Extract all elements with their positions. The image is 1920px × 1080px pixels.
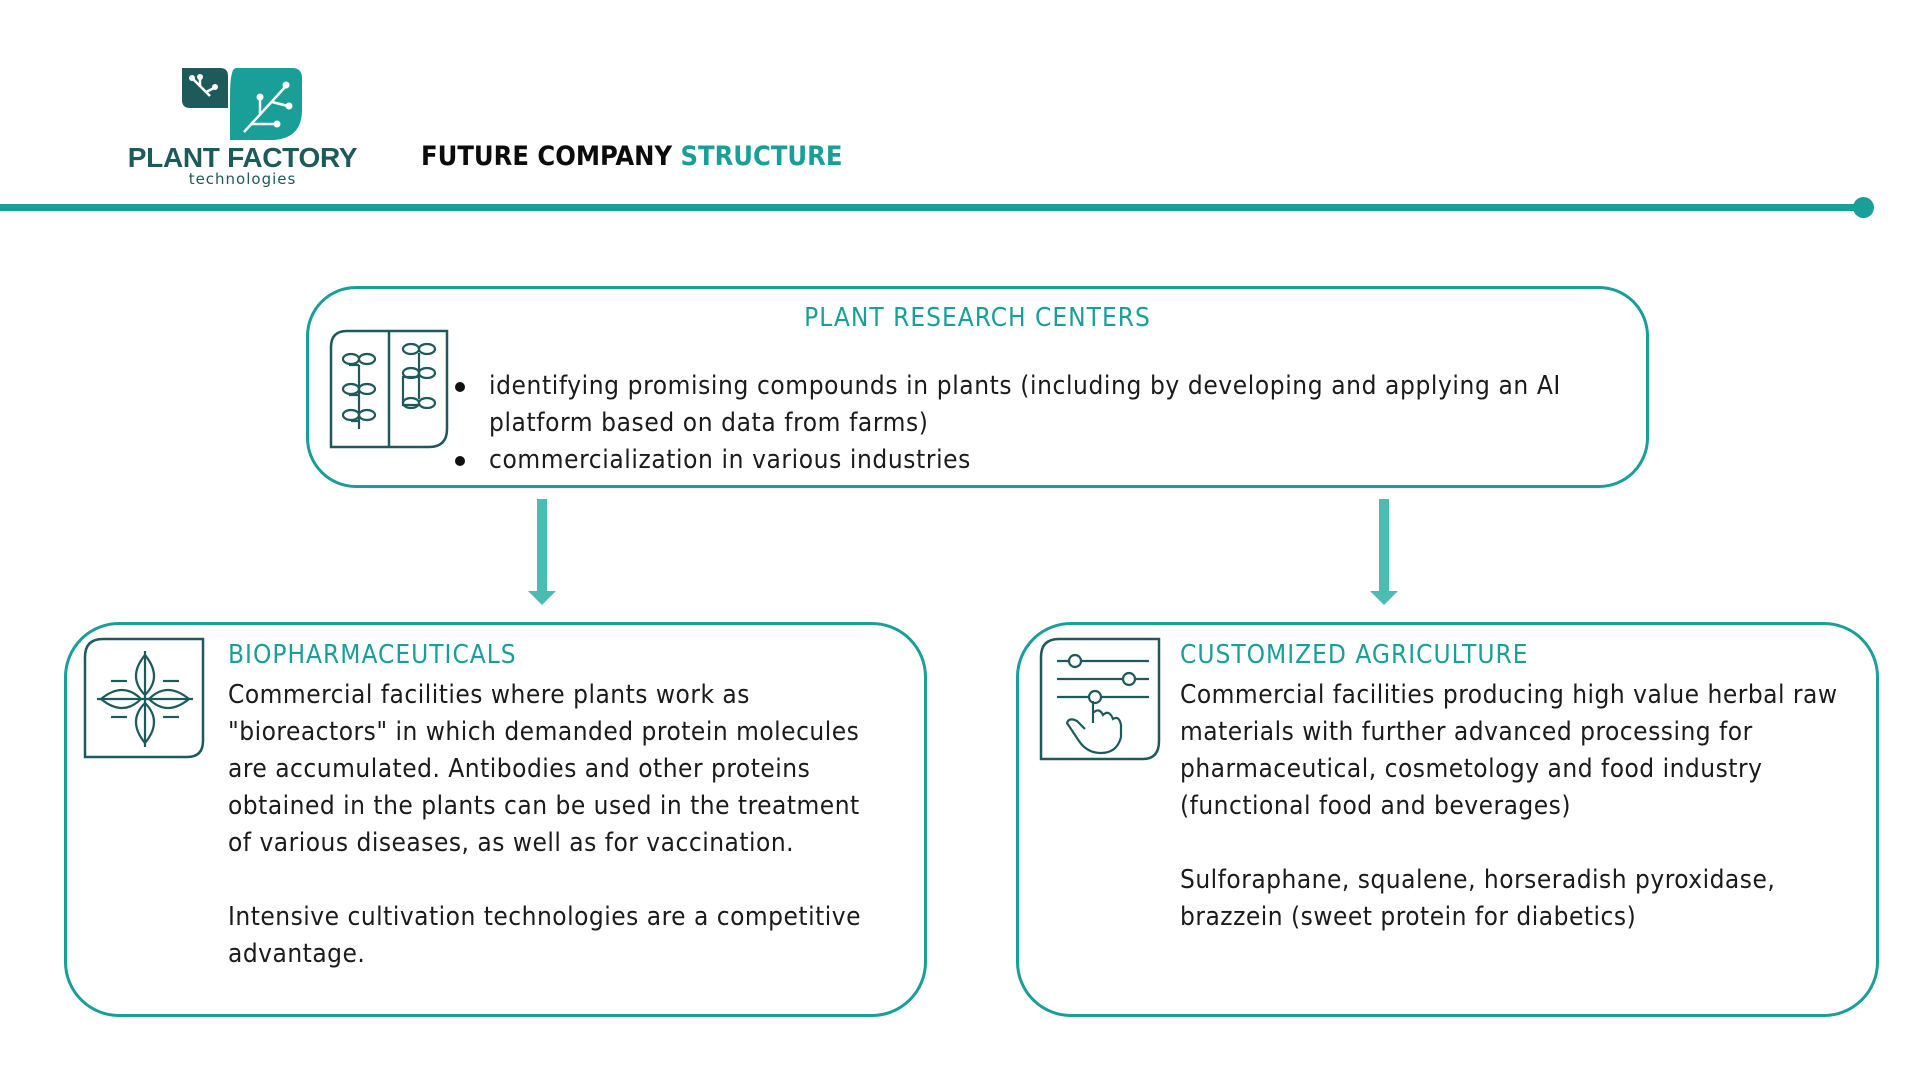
biopharmaceuticals-description: Commercial facilities where plants work … [228,680,860,858]
customized-agriculture-title: CUSTOMIZED AGRICULTURE [1180,640,1529,670]
page-title-main: FUTURE COMPANY [421,141,673,172]
research-centers-box: PLANT RESEARCH CENTERS identifying promi… [306,286,1649,488]
list-item: commercialization in various industries [455,442,1599,479]
research-centers-title: PLANT RESEARCH CENTERS [804,303,1151,333]
header-divider [0,204,1870,211]
logo-name: PLANT FACTORY [127,142,358,173]
arrow-down-right [1370,499,1398,605]
biopharmaceuticals-box: BIOPHARMACEUTICALS Commercial facilities… [64,622,927,1017]
seedlings-icon [329,329,449,449]
header-divider-dot [1853,197,1874,218]
biopharmaceuticals-advantage: Intensive cultivation technologies are a… [228,902,862,969]
customized-agriculture-description: Commercial facilities producing high val… [1180,680,1838,821]
company-logo: PLANT FACTORY technologies [125,66,360,190]
leaf-logo-icon [182,68,302,140]
page-title: FUTURE COMPANY STRUCTURE [421,141,842,172]
leaf-cross-icon [83,637,205,759]
touch-sliders-icon [1039,637,1161,761]
research-bullets: identifying promising compounds in plant… [453,368,1599,479]
customized-agriculture-examples: Sulforaphane, squalene, horseradish pyro… [1180,865,1776,932]
biopharmaceuticals-title: BIOPHARMACEUTICALS [228,640,517,670]
customized-agriculture-box: CUSTOMIZED AGRICULTURE Commercial facili… [1016,622,1879,1017]
page-title-accent: STRUCTURE [680,141,843,172]
logo-subtitle: technologies [188,170,297,188]
arrow-down-left [528,499,556,605]
list-item: identifying promising compounds in plant… [455,368,1599,442]
